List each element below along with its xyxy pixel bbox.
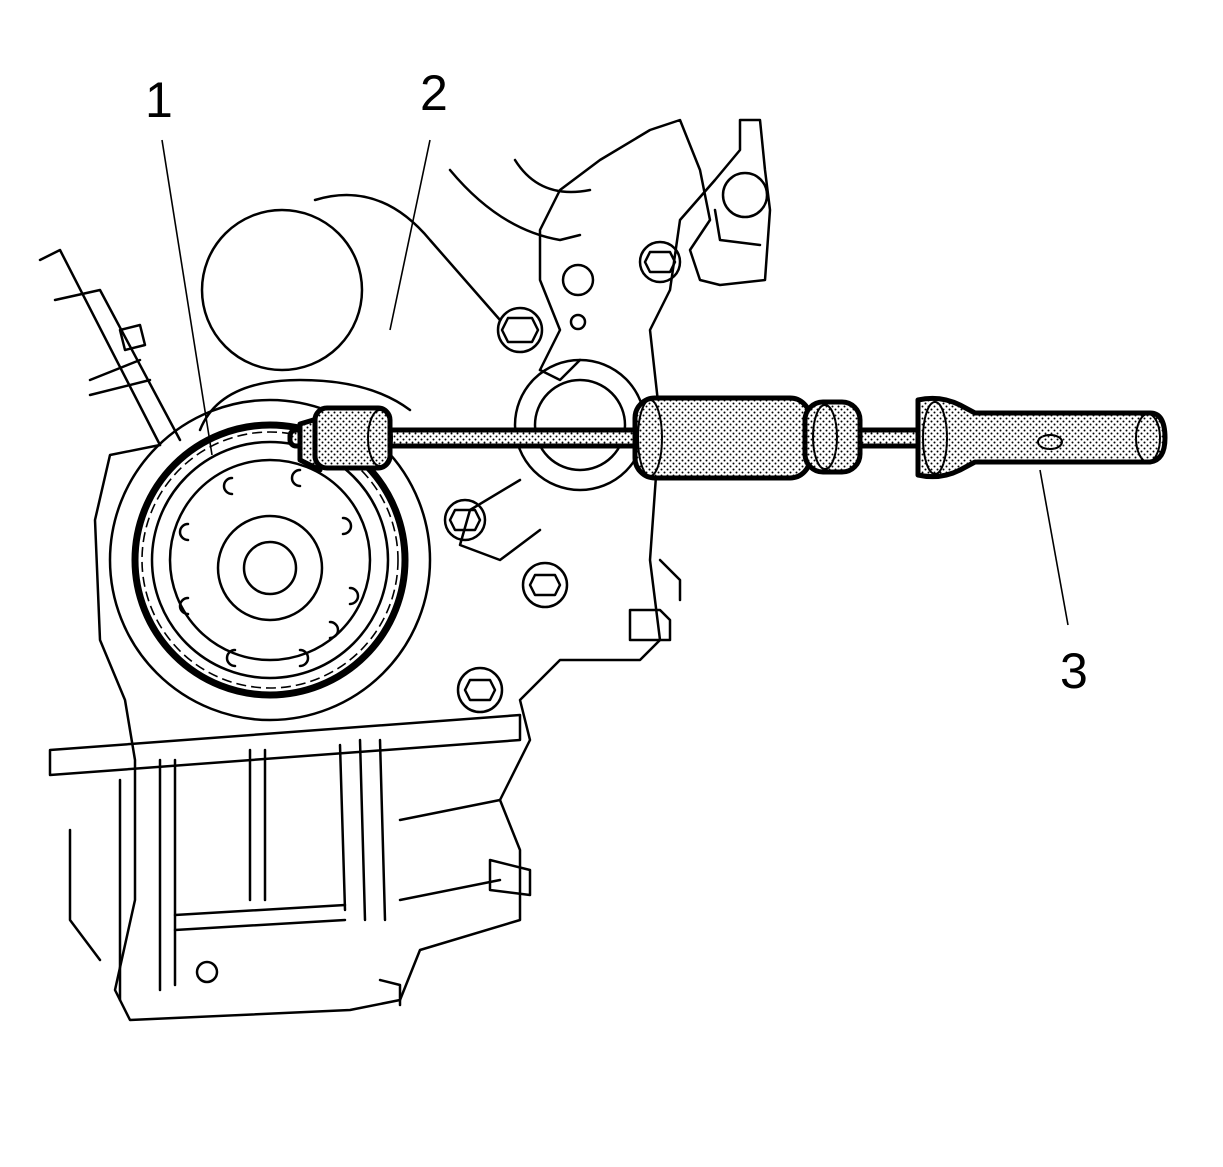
callout-3: 3 <box>1060 643 1088 699</box>
leader-line-3 <box>1039 469 1069 626</box>
bolt-icon <box>561 263 595 297</box>
pulley-holes <box>178 468 360 668</box>
bolt-icon <box>456 666 504 714</box>
leader-line-1 <box>161 139 213 456</box>
crankshaft-seal-area <box>108 398 432 722</box>
bolt-icon <box>713 171 769 247</box>
bolt-icon <box>638 240 682 284</box>
callout-2: 2 <box>420 65 448 121</box>
engine-front-cover <box>38 118 772 1022</box>
bolts <box>443 171 769 714</box>
hole-icon <box>569 313 587 331</box>
oil-pan <box>48 713 532 1007</box>
tensioner <box>458 358 647 562</box>
slide-hammer-tool <box>287 395 1168 481</box>
bolt-icon <box>443 498 487 542</box>
leader-line-2 <box>389 139 431 331</box>
leaders <box>161 139 1069 626</box>
callout-1: 1 <box>145 72 173 128</box>
bolt-icon <box>496 306 544 354</box>
bolt-icon <box>521 561 569 609</box>
